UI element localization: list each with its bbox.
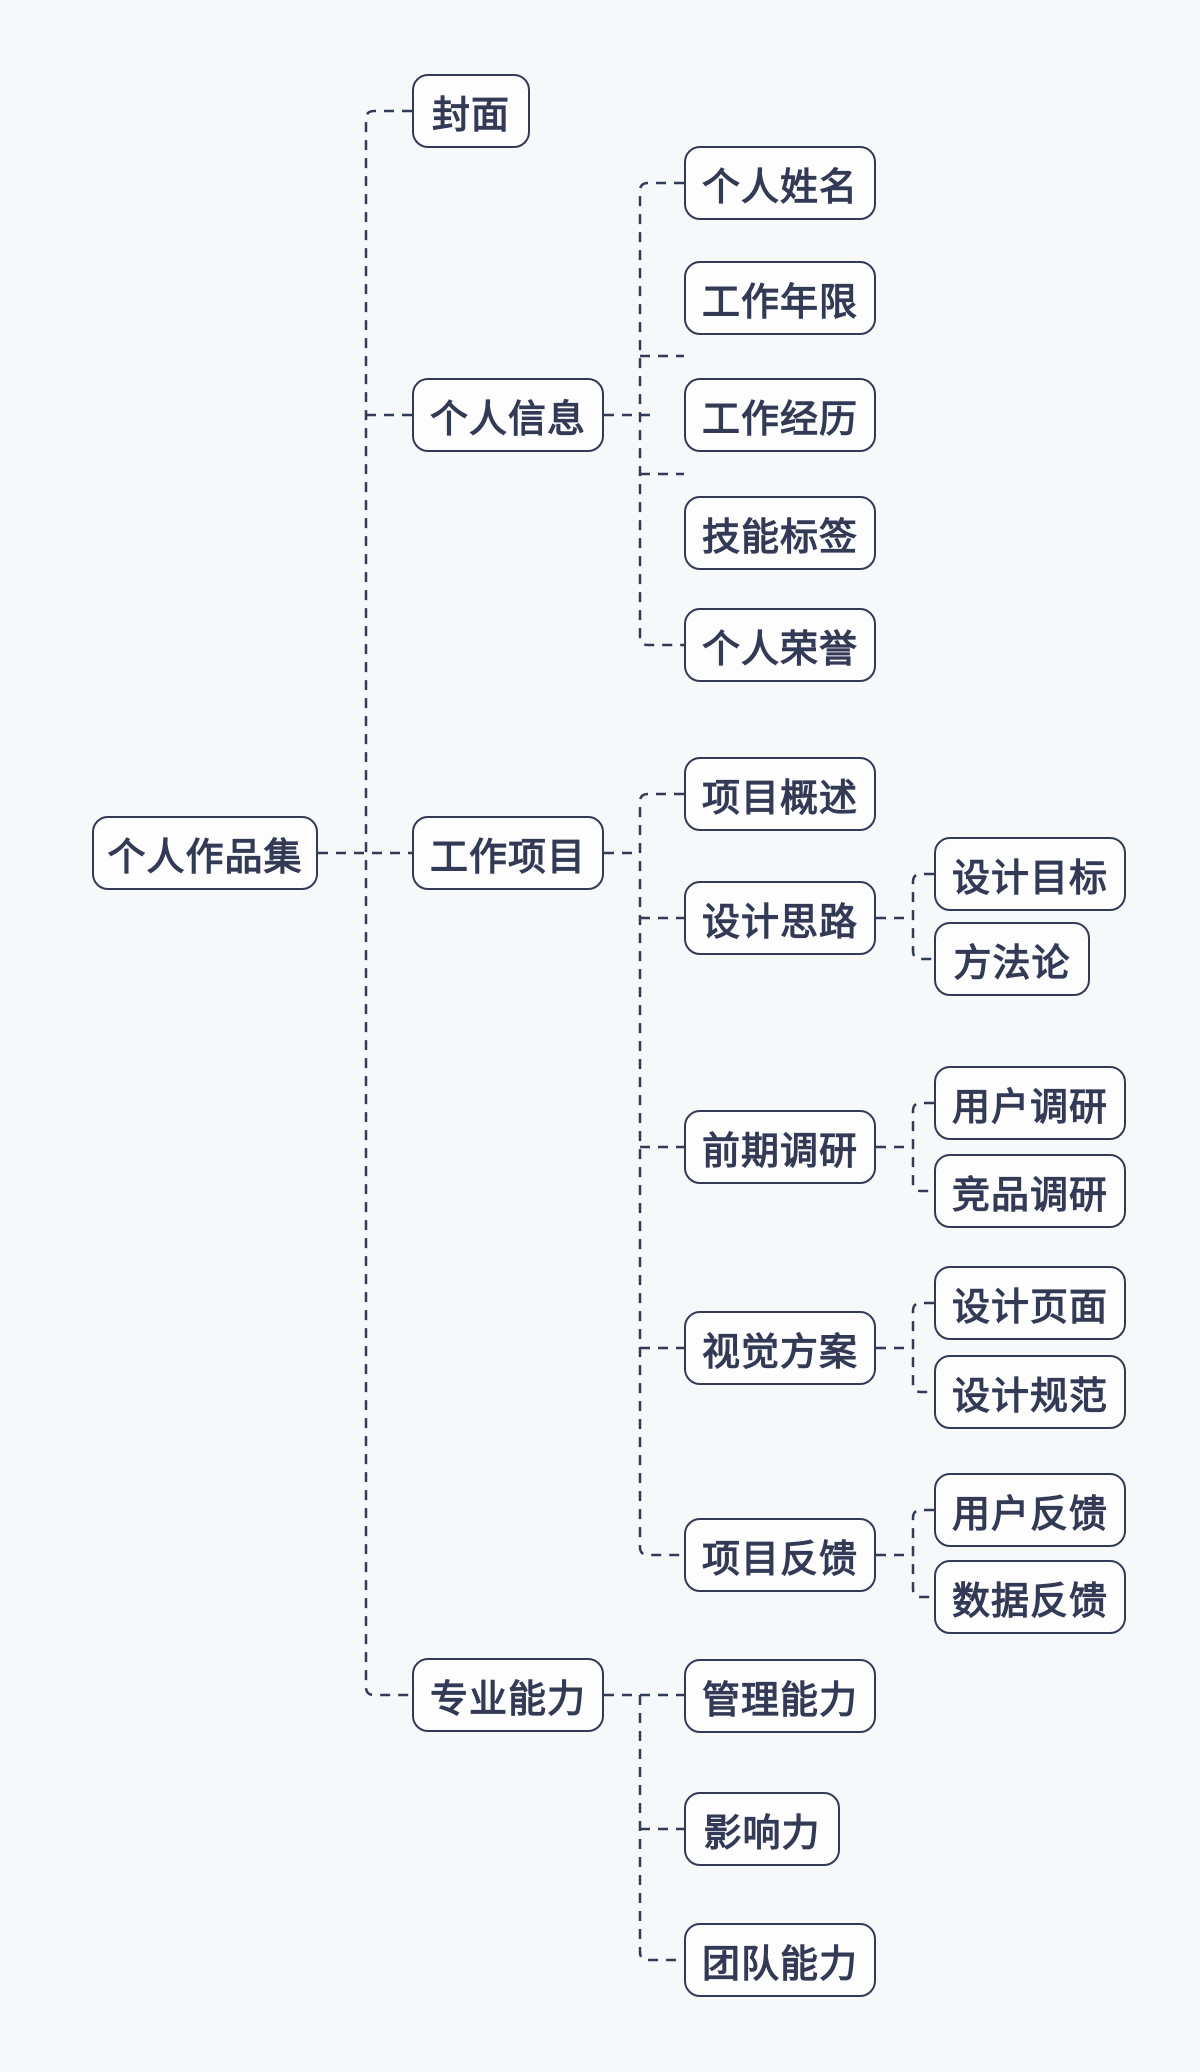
node-design-specs[interactable]: 设计规范	[934, 1355, 1126, 1429]
connector-professional-ability-trunk	[638, 1695, 684, 1962]
node-methodology[interactable]: 方法论	[934, 922, 1090, 996]
node-preliminary-research[interactable]: 前期调研	[684, 1110, 876, 1184]
node-professional-ability[interactable]: 专业能力	[412, 1658, 604, 1732]
node-management-ability[interactable]: 管理能力	[684, 1659, 876, 1733]
connector-project-feedback-trunk	[911, 1508, 934, 1599]
node-personal-name[interactable]: 个人姓名	[684, 146, 876, 220]
node-project-feedback[interactable]: 项目反馈	[684, 1518, 876, 1592]
node-data-feedback[interactable]: 数据反馈	[934, 1560, 1126, 1634]
connector-personal-info-trunk	[638, 181, 684, 647]
node-work-projects[interactable]: 工作项目	[412, 816, 604, 890]
node-work-years[interactable]: 工作年限	[684, 261, 876, 335]
node-visual-solution[interactable]: 视觉方案	[684, 1311, 876, 1385]
node-work-experience[interactable]: 工作经历	[684, 378, 876, 452]
node-competitor-research[interactable]: 竞品调研	[934, 1154, 1126, 1228]
node-design-goals[interactable]: 设计目标	[934, 837, 1126, 911]
node-personal-info[interactable]: 个人信息	[412, 378, 604, 452]
node-user-research[interactable]: 用户调研	[934, 1066, 1126, 1140]
connector-root-trunk	[364, 109, 412, 1697]
node-design-approach[interactable]: 设计思路	[684, 881, 876, 955]
node-design-pages[interactable]: 设计页面	[934, 1266, 1126, 1340]
node-user-feedback[interactable]: 用户反馈	[934, 1473, 1126, 1547]
node-skill-tags[interactable]: 技能标签	[684, 496, 876, 570]
connector-preliminary-research-trunk	[911, 1101, 934, 1193]
node-project-overview[interactable]: 项目概述	[684, 757, 876, 831]
node-cover[interactable]: 封面	[412, 74, 530, 148]
connector-design-approach-trunk	[911, 872, 934, 961]
node-root[interactable]: 个人作品集	[92, 816, 318, 890]
node-personal-honors[interactable]: 个人荣誉	[684, 608, 876, 682]
node-team-ability[interactable]: 团队能力	[684, 1923, 876, 1997]
node-influence[interactable]: 影响力	[684, 1792, 840, 1866]
connector-visual-solution-trunk	[911, 1301, 934, 1394]
connector-work-projects-trunk	[638, 792, 684, 1557]
